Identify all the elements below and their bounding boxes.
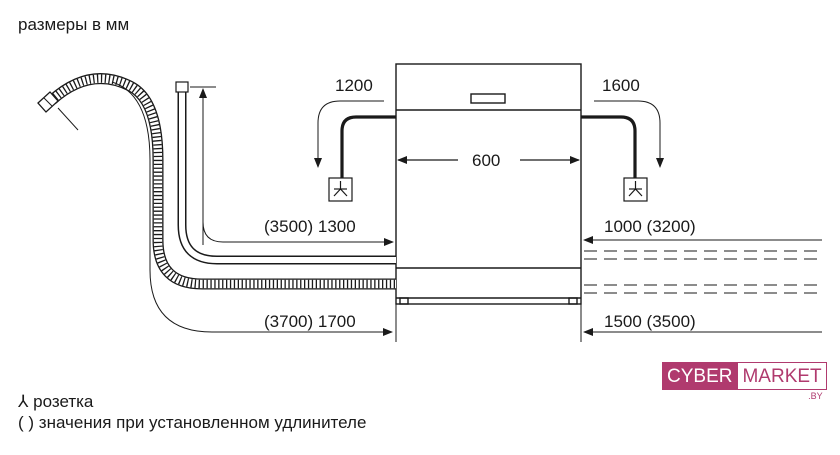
right-power-cord (581, 100, 664, 178)
right-dashed-hoses (584, 250, 822, 294)
dim-bottom-right: 1500 (3500) (604, 312, 696, 331)
dim-width: 600 (472, 151, 501, 170)
dim-bottom-left: (3700) 1700 (264, 312, 356, 331)
legend-paren-text: значения при установленном удлинителе (38, 413, 367, 432)
dim-mid-right: 1000 (3200) (604, 217, 696, 236)
right-hose-arrows (583, 236, 822, 336)
inlet-hose (175, 81, 396, 265)
logo-suffix: .BY (808, 391, 823, 401)
dim-top-right: 1600 (602, 76, 640, 95)
legend-socket: ⅄ розетка (18, 392, 93, 412)
dim-mid-left: (3500) 1300 (264, 217, 356, 236)
logo-part-market: MARKET.BY (737, 362, 827, 401)
extension-lines (395, 304, 582, 342)
logo-part-cyber: CYBER (662, 362, 738, 390)
socket-icon: ⅄ (18, 392, 29, 411)
drain-hose (37, 73, 396, 336)
right-socket-icon (623, 177, 648, 202)
legend-parentheses: ( ) значения при установленном удлинител… (18, 413, 366, 433)
cybermarket-logo: CYBER MARKET.BY (662, 362, 827, 401)
left-socket-icon (328, 177, 353, 202)
parentheses-symbol: ( ) (18, 413, 35, 432)
diagram-title: размеры в мм (18, 15, 130, 34)
dim-top-left: 1200 (335, 76, 373, 95)
legend-socket-text: розетка (33, 392, 94, 411)
dishwasher-outline (395, 63, 582, 305)
left-power-cord (314, 100, 396, 178)
